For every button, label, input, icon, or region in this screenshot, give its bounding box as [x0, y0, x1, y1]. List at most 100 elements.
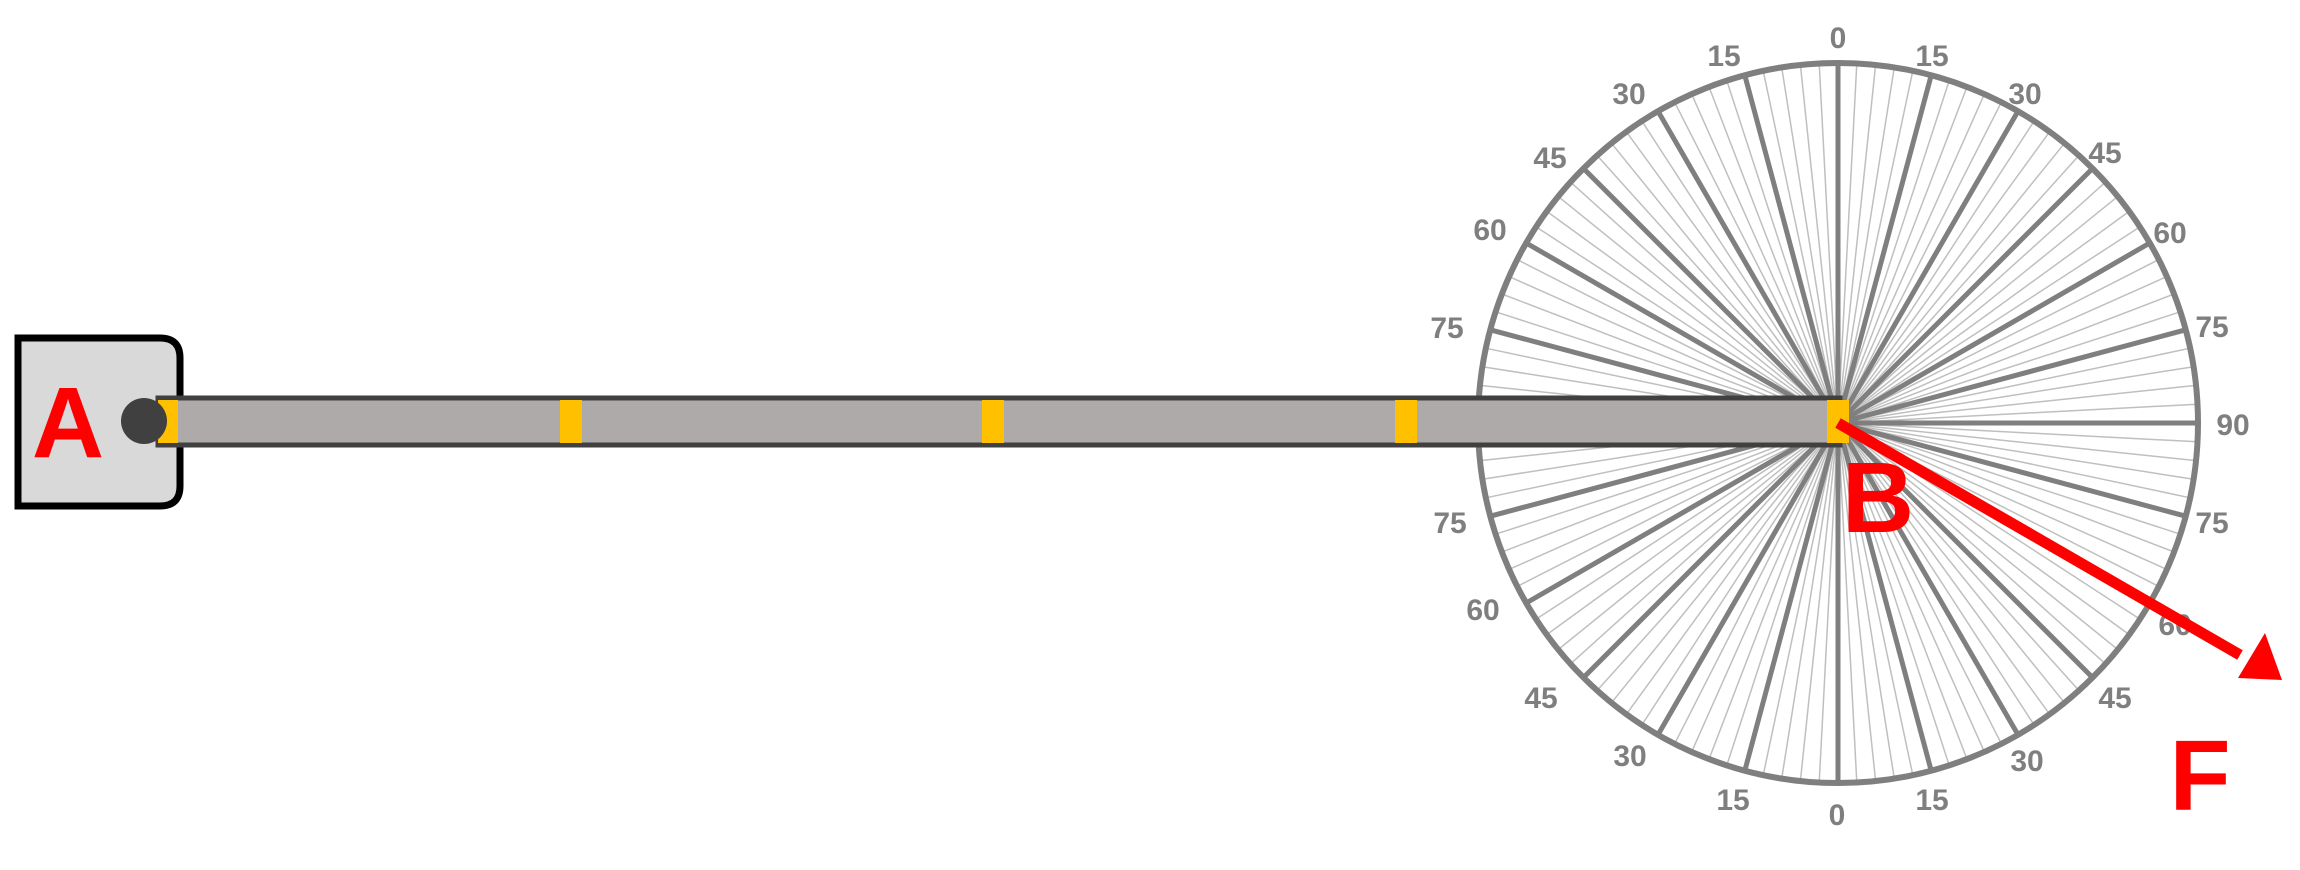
- deg-label-bottom-right-75: 75: [2195, 507, 2228, 540]
- protractor-minor-lines: [1478, 63, 2198, 783]
- protractor-minor-line: [1610, 142, 1839, 424]
- deg-label-bottom-left-75: 75: [1433, 507, 1466, 540]
- protractor-minor-line: [1690, 422, 1839, 753]
- protractor-minor-line: [1837, 422, 2175, 553]
- deg-label-top-left-30: 30: [1612, 78, 1645, 111]
- protractor-minor-line: [1837, 210, 2130, 424]
- protractor-minor-line: [1780, 422, 1839, 779]
- protractor-major-line: [1836, 421, 2095, 680]
- protractor-major-line: [1581, 421, 1840, 680]
- protractor-minor-line: [1837, 422, 2198, 443]
- protractor-minor-line: [1557, 422, 1839, 651]
- protractor-minor-line: [1762, 422, 1839, 776]
- protractor-minor-line: [1837, 195, 2119, 424]
- protractor-minor-line: [1837, 384, 2197, 424]
- protractor-minor-line: [1708, 86, 1839, 424]
- protractor-minor-line: [1837, 64, 1877, 424]
- force-arrow-shaft: [1835, 418, 2243, 660]
- protractor-minor-line: [1708, 422, 1839, 760]
- force-arrow-head: [2238, 633, 2282, 680]
- protractor-minor-line: [1837, 422, 2191, 499]
- protractor-minor-line: [1837, 101, 2003, 424]
- protractor-minor-line: [1837, 422, 2168, 571]
- protractor-minor-line: [1837, 154, 2080, 424]
- protractor-minor-line: [1762, 70, 1839, 424]
- beam-marker-3: [982, 400, 1004, 443]
- protractor-minor-line: [1837, 311, 2181, 424]
- protractor-minor-line: [1837, 422, 1986, 753]
- protractor-major-line: [1524, 420, 1840, 606]
- deg-label-bottom-left-15: 15: [1716, 784, 1749, 817]
- deg-label-bottom-left-30: 30: [1613, 740, 1646, 773]
- protractor-minor-line: [1837, 422, 1877, 782]
- protractor-major-line: [1655, 109, 1841, 425]
- deg-label-bottom-right-45: 45: [2098, 682, 2131, 715]
- protractor-minor-line: [1535, 422, 1839, 620]
- protractor-minor-line: [1837, 347, 2191, 424]
- deg-label-bottom-left-45: 45: [1524, 682, 1557, 715]
- deg-label-top-right-15: 15: [1915, 40, 1948, 73]
- protractor-minor-line: [1837, 80, 1950, 424]
- protractor-minor-line: [1516, 422, 1839, 588]
- protractor-minor-line: [1837, 142, 2066, 424]
- protractor-major-line: [1835, 74, 1934, 424]
- protractor: 0 15 30 45 60 75 90 15 30 45 60 75 75 60…: [1430, 22, 2249, 832]
- deg-label-top-0: 0: [1830, 22, 1847, 55]
- protractor-minor-line: [1837, 422, 2119, 651]
- protractor-minor-line: [1726, 80, 1839, 424]
- protractor-minor-line: [1673, 422, 1839, 745]
- force-label: F: [2169, 720, 2230, 832]
- deg-label-top-right-60: 60: [2153, 217, 2186, 250]
- protractor-minor-line: [1625, 422, 1839, 715]
- deg-label-bottom-left-60: 60: [1466, 594, 1499, 627]
- protractor-minor-line: [1837, 86, 1968, 424]
- protractor-minor-line: [1837, 422, 1896, 779]
- protractor-minor-line: [1837, 422, 2051, 715]
- deg-label-top-left-45: 45: [1533, 142, 1566, 175]
- protractor-minor-line: [1837, 70, 1914, 424]
- protractor-minor-line: [1641, 422, 1839, 726]
- protractor-minor-line: [1557, 195, 1839, 424]
- support-label: A: [32, 367, 104, 479]
- beam-marker-4: [1395, 400, 1417, 443]
- protractor-major-line: [1837, 327, 2187, 426]
- protractor-minor-line: [1690, 93, 1839, 424]
- protractor-minor-line: [1837, 422, 2194, 481]
- protractor-minor-line: [1837, 63, 1858, 424]
- protractor-minor-line: [1546, 422, 1839, 636]
- support-a: A: [14, 334, 184, 510]
- protractor-minor-line: [1837, 226, 2141, 424]
- deg-label-right-90: 90: [2216, 409, 2249, 442]
- protractor-minor-line: [1780, 67, 1839, 424]
- deg-label-bottom-0: 0: [1829, 799, 1846, 832]
- protractor-major-line: [1524, 240, 1840, 426]
- pin-joint: [121, 398, 167, 444]
- beam-marker-2: [560, 400, 582, 443]
- protractor-minor-line: [1837, 258, 2160, 424]
- protractor-major-line: [1836, 166, 2095, 425]
- protractor-minor-line: [1837, 131, 2051, 424]
- protractor-minor-line: [1837, 422, 2181, 535]
- protractor-minor-line: [1837, 293, 2175, 424]
- protractor-major-line: [1742, 74, 1841, 424]
- protractor-major-line: [1581, 166, 1840, 425]
- protractor-minor-line: [1546, 210, 1839, 424]
- protractor-minor-line: [1837, 422, 2003, 745]
- protractor-minor-line: [1837, 422, 1858, 783]
- deg-label-top-right-75: 75: [2195, 311, 2228, 344]
- protractor-minor-line: [1625, 131, 1839, 424]
- protractor-minor-line: [1641, 120, 1839, 424]
- protractor-minor-line: [1837, 365, 2194, 424]
- support-block: [14, 334, 184, 510]
- protractor-minor-line: [1837, 422, 2197, 462]
- protractor-minor-line: [1673, 101, 1839, 424]
- protractor-minor-line: [1726, 422, 1839, 766]
- protractor-minor-line: [1837, 422, 2035, 726]
- deg-label-bottom-right-30: 30: [2010, 745, 2043, 778]
- deg-label-top-left-75: 75: [1430, 312, 1463, 345]
- protractor-minor-line: [1837, 403, 2198, 424]
- protractor-minor-line: [1837, 422, 2130, 636]
- protractor-minor-line: [1569, 422, 1839, 665]
- protractor-minor-line: [1837, 93, 1986, 424]
